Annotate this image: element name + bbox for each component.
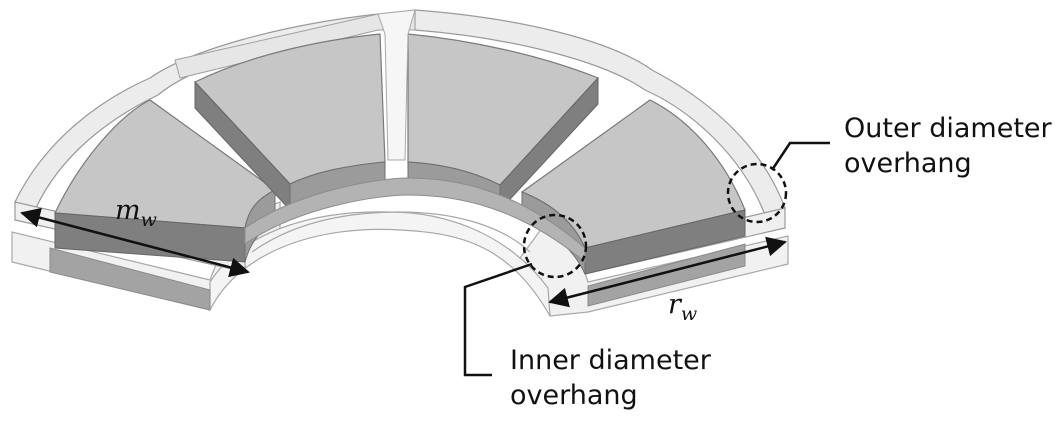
outer-overhang-circle bbox=[726, 162, 788, 224]
r-w-dimension-arrow bbox=[548, 236, 787, 308]
inner-overhang-leader bbox=[463, 262, 533, 377]
outer-overhang-label-line1: Outer diameter bbox=[844, 113, 1053, 144]
inner-overhang-label-line1: Inner diameter bbox=[510, 345, 712, 376]
m-w-label: mw bbox=[115, 195, 157, 231]
segment-gaps bbox=[377, 9, 416, 161]
inner-overhang-label-line2: overhang bbox=[510, 380, 638, 411]
magnet-segment-2 bbox=[194, 33, 386, 212]
outer-overhang-leader bbox=[770, 141, 830, 171]
inner-overhang-circle bbox=[522, 213, 588, 279]
outer-overhang-label-line2: overhang bbox=[844, 148, 972, 179]
r-w-label: rw bbox=[668, 289, 697, 325]
m-w-dimension-arrow bbox=[20, 207, 250, 278]
